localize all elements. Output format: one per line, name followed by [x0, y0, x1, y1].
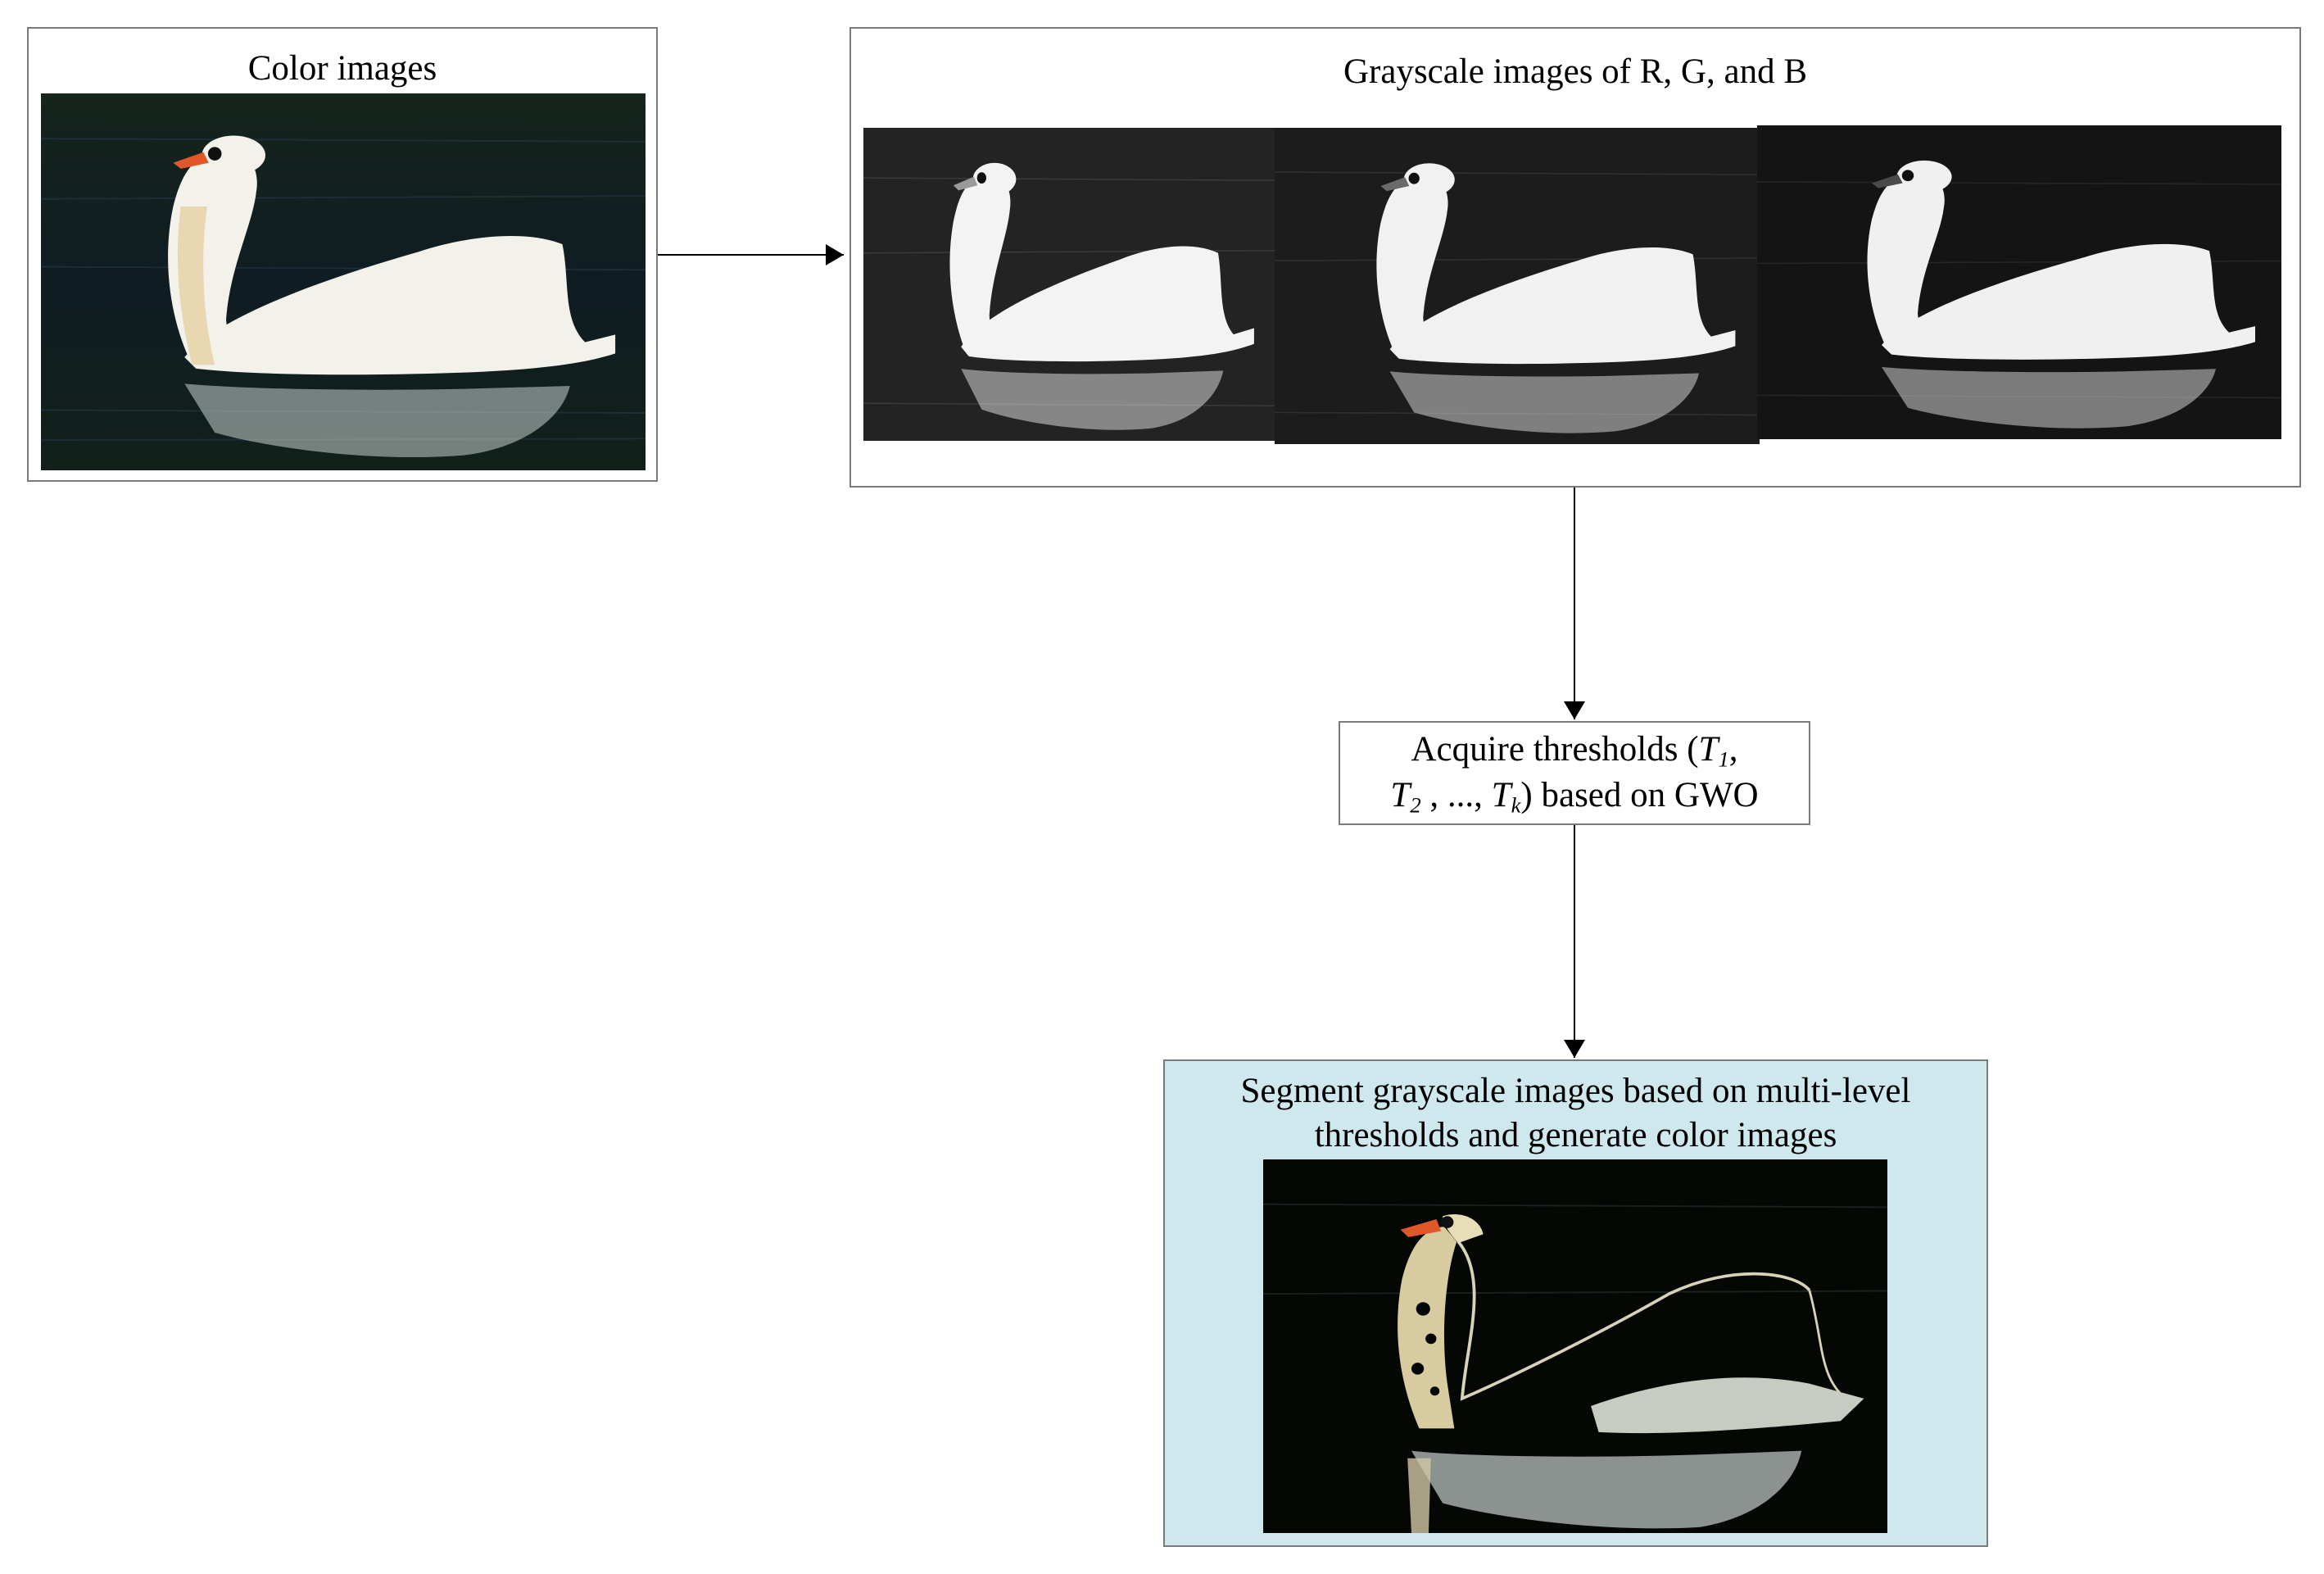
threshold-t1: T [1698, 730, 1719, 769]
threshold-t2-sub: 2 [1410, 792, 1421, 818]
grayscale-b-channel [1757, 125, 2281, 439]
acquire-thresholds-box: Acquire thresholds (T1, T2 , ..., Tk) ba… [1339, 721, 1810, 825]
acquire-prefix: Acquire thresholds ( [1411, 730, 1699, 769]
grayscale-box: Grayscale images of R, G, and B [849, 27, 2301, 488]
threshold-t2: T [1390, 775, 1411, 814]
segment-box: Segment grayscale images based on multi-… [1163, 1059, 1988, 1547]
grayscale-g-channel [1275, 128, 1760, 444]
segment-title-line-1: Segment grayscale images based on multi-… [1240, 1072, 1911, 1110]
acquire-thresholds-text: Acquire thresholds (T1, T2 , ..., Tk) ba… [1340, 728, 1809, 819]
acquire-line-2: T2 , ..., Tk) based on GWO [1340, 773, 1809, 819]
segmented-color-swan [1263, 1159, 1887, 1533]
color-images-title: Color images [247, 49, 437, 88]
threshold-tk: T [1491, 775, 1511, 814]
color-swan-photo [41, 93, 646, 470]
segment-title-line-2: thresholds and generate color images [1314, 1115, 1837, 1154]
threshold-ellipsis: , ..., [1420, 775, 1492, 814]
grayscale-title: Grayscale images of R, G, and B [1343, 52, 1807, 91]
acquire-comma: , [1728, 730, 1738, 769]
threshold-t1-sub: 1 [1718, 746, 1729, 772]
segment-title: Segment grayscale images based on multi-… [1165, 1069, 1986, 1158]
acquire-suffix: ) based on GWO [1520, 775, 1759, 814]
color-images-box: Color images [27, 27, 658, 482]
threshold-tk-sub: k [1511, 792, 1521, 818]
grayscale-r-channel [863, 128, 1275, 441]
acquire-line-1: Acquire thresholds (T1, [1340, 728, 1809, 773]
